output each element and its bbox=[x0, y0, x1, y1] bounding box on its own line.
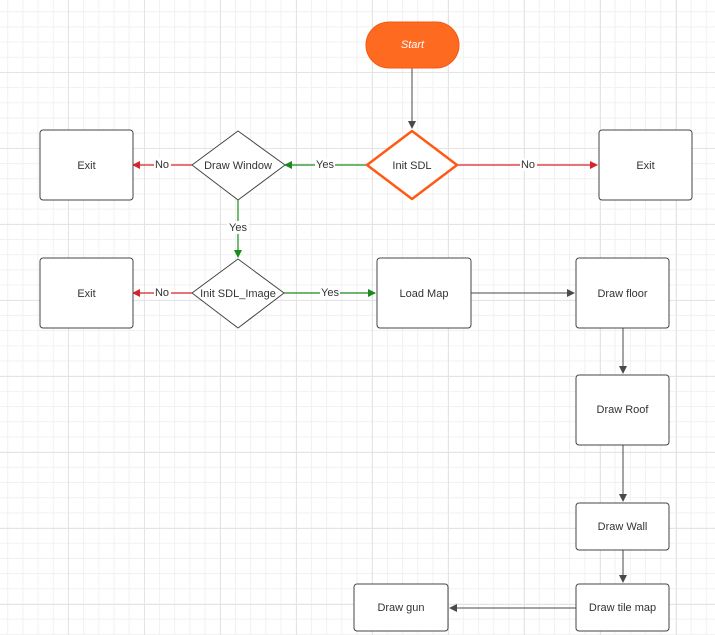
init-sdl-image-label: Init SDL_Image bbox=[200, 288, 276, 300]
exit-top-right-box[interactable]: Exit bbox=[598, 129, 693, 201]
draw-window-label: Draw Window bbox=[204, 160, 272, 172]
draw-floor-box[interactable]: Draw floor bbox=[575, 257, 670, 329]
edge-label-sdl-yes: Yes bbox=[316, 159, 334, 171]
draw-wall-box[interactable]: Draw Wall bbox=[575, 502, 670, 551]
edge-label-window-no: No bbox=[155, 159, 169, 171]
init-sdl-image-decision[interactable]: Init SDL_Image bbox=[191, 258, 285, 329]
draw-wall-label: Draw Wall bbox=[598, 521, 648, 533]
draw-roof-label: Draw Roof bbox=[597, 404, 650, 416]
draw-tile-map-label: Draw tile map bbox=[589, 602, 656, 614]
draw-window-decision[interactable]: Draw Window bbox=[191, 130, 286, 201]
draw-gun-label: Draw gun bbox=[377, 602, 424, 614]
draw-gun-box[interactable]: Draw gun bbox=[353, 583, 449, 632]
exit-top-left-label: Exit bbox=[77, 160, 95, 172]
init-sdl-label: Init SDL bbox=[392, 160, 431, 172]
draw-roof-box[interactable]: Draw Roof bbox=[575, 374, 670, 446]
exit-mid-left-box[interactable]: Exit bbox=[39, 257, 134, 329]
edge-label-window-yes: Yes bbox=[229, 222, 247, 234]
start-node[interactable]: Start bbox=[365, 21, 460, 69]
edges: Yes No No Yes No Yes bbox=[132, 68, 627, 612]
edge-label-image-no: No bbox=[155, 287, 169, 299]
draw-floor-label: Draw floor bbox=[597, 288, 647, 300]
edge-label-image-yes: Yes bbox=[321, 287, 339, 299]
load-map-label: Load Map bbox=[400, 288, 449, 300]
load-map-box[interactable]: Load Map bbox=[376, 257, 472, 329]
exit-top-left-box[interactable]: Exit bbox=[39, 129, 134, 201]
draw-tile-map-box[interactable]: Draw tile map bbox=[575, 583, 670, 632]
exit-mid-left-label: Exit bbox=[77, 288, 95, 300]
exit-top-right-label: Exit bbox=[636, 160, 654, 172]
start-node-label: Start bbox=[401, 39, 425, 51]
edge-label-sdl-no: No bbox=[521, 159, 535, 171]
init-sdl-decision[interactable]: Init SDL bbox=[365, 129, 459, 201]
